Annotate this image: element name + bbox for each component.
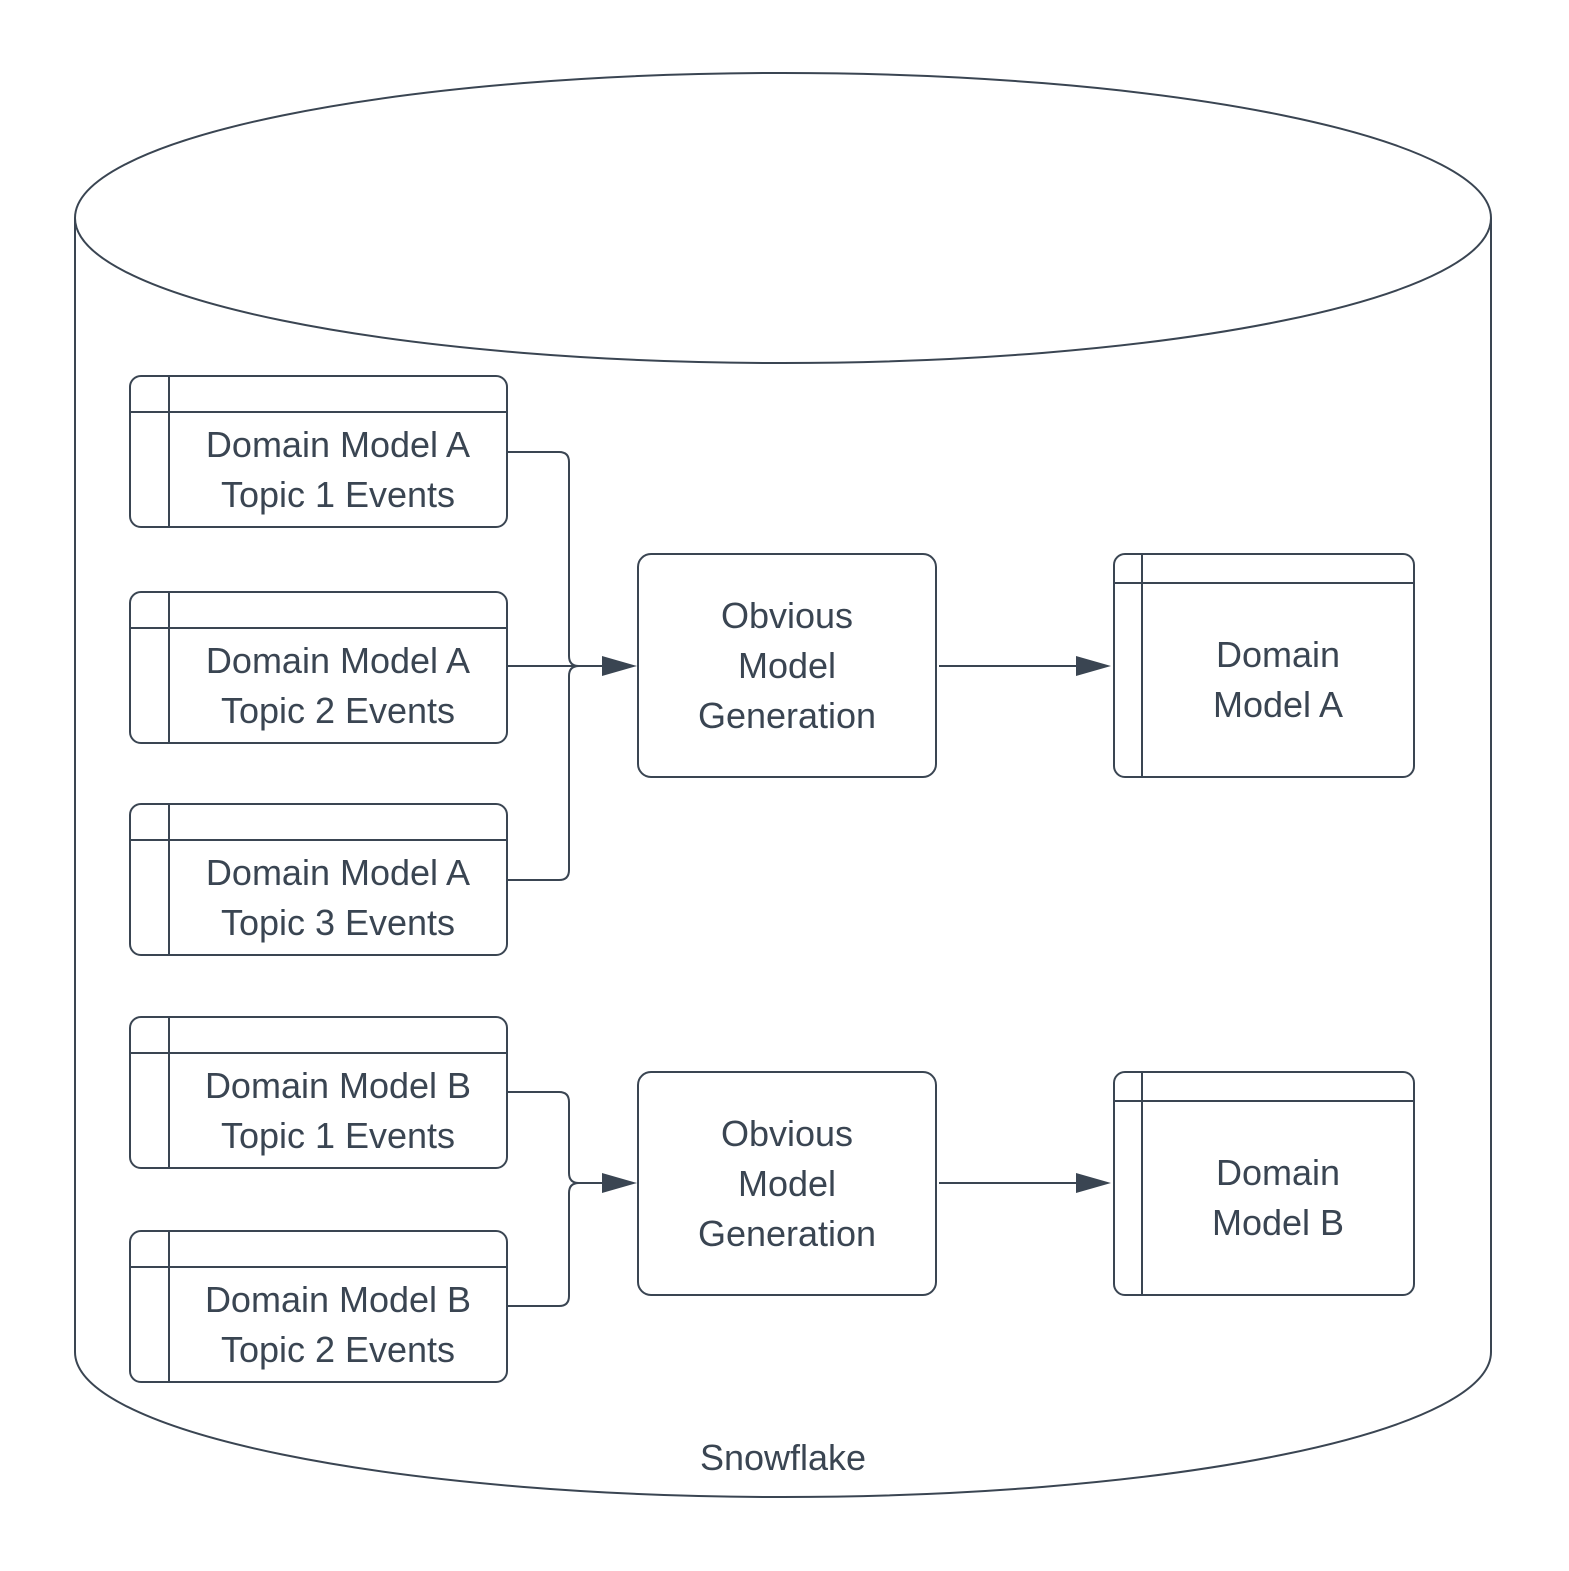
node-label-line2: Model — [737, 1162, 837, 1204]
node-label: Domain Model A Topic 1 Events — [170, 413, 506, 526]
table-left-column — [131, 1232, 170, 1381]
table-node-domain-model-a: Domain Model A — [1113, 553, 1415, 778]
node-label-line2: Model B — [1211, 1202, 1345, 1243]
table-left-column — [131, 805, 170, 954]
table-header-row — [131, 1232, 506, 1268]
process-node-obvious-model-generation-b: Obvious Model Generation — [637, 1071, 937, 1296]
table-header-row — [131, 593, 506, 629]
node-label-line1: Domain Model A — [205, 851, 471, 893]
node-label-line1: Domain — [1215, 634, 1341, 675]
node-label-line1: Domain Model B — [204, 1278, 472, 1320]
table-left-column — [131, 1018, 170, 1167]
node-label-line1: Obvious — [720, 1112, 854, 1154]
node-label-line1: Domain Model A — [205, 639, 471, 681]
cylinder-label-snowflake: Snowflake — [699, 1437, 867, 1478]
process-node-obvious-model-generation-a: Obvious Model Generation — [637, 553, 937, 778]
arrowhead-into-generation-a — [602, 656, 637, 676]
snowflake-cylinder-shape — [74, 72, 1492, 1498]
table-left-column — [131, 593, 170, 742]
connector-a-topic1-to-generation — [508, 451, 604, 667]
connector-a-topic3-to-generation — [508, 665, 604, 881]
connector-b-topic1-to-generation — [508, 1091, 604, 1184]
table-header-row — [131, 805, 506, 841]
connector-b-topic2-to-generation — [508, 1182, 604, 1307]
node-label: Obvious Model Generation — [639, 555, 935, 776]
node-label-line1: Domain Model A — [205, 423, 471, 465]
table-node-domain-model-b-topic-1-events: Domain Model B Topic 1 Events — [129, 1016, 508, 1169]
node-label-line2: Topic 3 Events — [220, 901, 456, 943]
node-label-line2: Topic 2 Events — [220, 1328, 456, 1370]
node-label-line3: Generation — [697, 1212, 877, 1254]
node-label: Domain Model A — [1143, 584, 1413, 776]
table-header-row — [1115, 555, 1413, 584]
table-node-domain-model-b: Domain Model B — [1113, 1071, 1415, 1296]
node-label-line3: Generation — [697, 694, 877, 736]
node-label-line2: Model — [737, 644, 837, 686]
node-label: Domain Model A Topic 3 Events — [170, 841, 506, 954]
node-label-line1: Domain — [1215, 1152, 1341, 1193]
node-label-line2: Model A — [1212, 684, 1344, 725]
table-left-column — [1115, 555, 1143, 776]
node-label-line2: Topic 2 Events — [220, 689, 456, 731]
table-left-column — [1115, 1073, 1143, 1294]
node-label-line2: Topic 1 Events — [220, 473, 456, 515]
arrowhead-into-generation-b — [602, 1173, 637, 1193]
node-label: Domain Model A Topic 2 Events — [170, 629, 506, 742]
node-label: Obvious Model Generation — [639, 1073, 935, 1294]
table-left-column — [131, 377, 170, 526]
cylinder-top-ellipse — [74, 72, 1492, 364]
cylinder-body-outline — [74, 218, 1492, 1498]
node-label: Domain Model B Topic 1 Events — [170, 1054, 506, 1167]
node-label: Domain Model B Topic 2 Events — [170, 1268, 506, 1381]
table-header-row — [131, 1018, 506, 1054]
arrowhead-into-model-a — [1076, 656, 1111, 676]
arrowhead-into-model-b — [1076, 1173, 1111, 1193]
node-label-line1: Obvious — [720, 594, 854, 636]
table-header-row — [131, 377, 506, 413]
node-label: Domain Model B — [1143, 1102, 1413, 1294]
table-node-domain-model-b-topic-2-events: Domain Model B Topic 2 Events — [129, 1230, 508, 1383]
table-node-domain-model-a-topic-3-events: Domain Model A Topic 3 Events — [129, 803, 508, 956]
node-label-line2: Topic 1 Events — [220, 1114, 456, 1156]
table-node-domain-model-a-topic-2-events: Domain Model A Topic 2 Events — [129, 591, 508, 744]
table-header-row — [1115, 1073, 1413, 1102]
table-node-domain-model-a-topic-1-events: Domain Model A Topic 1 Events — [129, 375, 508, 528]
node-label-line1: Domain Model B — [204, 1064, 472, 1106]
